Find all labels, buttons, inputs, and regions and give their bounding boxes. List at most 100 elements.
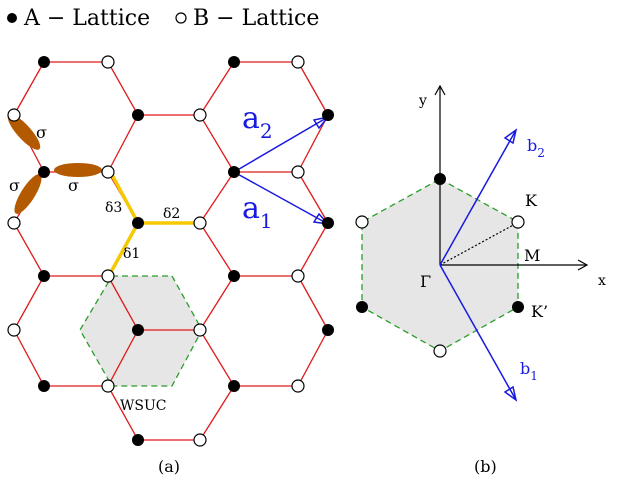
corner-top [434,173,446,185]
b1-label: b1 [520,359,538,383]
delta1-vector [109,222,140,273]
b-lattice-site [193,108,207,122]
b-lattice-site [291,55,305,69]
lattice-bond [297,275,329,331]
lattice-bond [297,171,329,224]
a-lattice-site [228,270,240,282]
panel-b: x y b2 b1 K M K’ Γ (b) [355,84,606,476]
b-lattice-site [7,108,21,122]
lattice-bond [107,114,139,173]
m-point-label: M [524,246,540,265]
lattice-bond [199,171,235,224]
wsuc-label: WSUC [120,398,167,414]
corner-lower-left [356,301,368,313]
panel-a-caption: (a) [158,457,180,476]
corner-lower-right [512,301,524,313]
b-lattice-site [193,216,207,230]
b1-arrowhead [503,385,518,402]
a1-label: a1 [242,191,273,233]
b-lattice-site [101,165,115,179]
delta1-label: δ1 [123,246,140,262]
delta2-label: δ2 [163,206,180,222]
lattice-bond [13,61,45,116]
legend: A − Lattice B − Lattice [7,6,319,31]
b-lattice-site [291,269,305,283]
b-lattice-site [291,165,305,179]
b1-vector [439,264,517,401]
b2-label: b2 [527,136,545,160]
legend-b-label: B − Lattice [193,6,319,31]
a1-arrowhead [312,212,330,226]
a-lattice-site [322,217,334,229]
reciprocal-vectors: b2 b1 [439,128,545,402]
b2-vector [439,129,517,266]
a-lattice-site [132,324,144,336]
lattice-bond [199,385,235,441]
sigma-lobe-down [14,174,42,214]
b-lattice-site [193,323,207,337]
sigma-label-left: σ [9,176,20,195]
lattice-bond [199,275,235,331]
panel-b-caption: (b) [474,457,497,476]
sigma-lobe-right [54,163,102,177]
a-lattice-site [322,324,334,336]
lattice-bond [13,222,45,277]
lattice-bond [199,114,235,173]
lattice-bond [199,61,235,116]
b2-arrowhead [503,128,518,145]
a2-label: a2 [242,101,273,143]
a-lattice-site [38,380,50,392]
a2-vector [233,116,329,173]
legend-b-marker [175,12,187,24]
lattice-vectors: a2 a1 [233,101,330,233]
lattice-bond [297,61,329,116]
b-lattice-site [7,216,21,230]
nearest-neighbor-vectors: δ3 δ2 δ1 [105,172,200,273]
panel-a: σ σ σ δ3 δ2 δ1 a2 a1 WSUC (a) [7,55,334,476]
sigma-lobe-up [7,114,41,150]
x-axis-label: x [598,273,606,289]
a-lattice-site [132,217,144,229]
lattice-bond [199,329,235,387]
legend-a-label: A − Lattice [23,6,150,31]
lattice-bond [13,329,45,387]
a-lattice-site [228,380,240,392]
delta3-label: δ3 [105,200,122,216]
lattice-bond [13,275,45,331]
a-lattice-site [228,56,240,68]
lattice-bond [107,329,139,387]
sigma-orbitals: σ σ σ [7,114,102,214]
b-lattice-site [101,55,115,69]
corner-upper-left [355,215,369,229]
b-lattice-site [101,379,115,393]
a-lattice-site [38,56,50,68]
k-prime-point-label: K’ [531,302,548,321]
y-axis-label: y [418,93,427,109]
lattice-bond [297,222,329,277]
legend-a-marker [7,13,17,23]
gamma-k-path [439,222,518,266]
corner-upper-right [511,215,525,229]
b-lattice-site [7,323,21,337]
a2-arrowhead [312,115,330,130]
b-lattice-site [291,379,305,393]
sigma-label-top: σ [36,123,47,142]
corner-bottom [433,344,447,358]
lattice-bond [107,385,139,441]
a-lattice-site [228,166,240,178]
b-lattice-site [101,269,115,283]
a-lattice-site [132,434,144,446]
lattice-bond [107,275,139,331]
a-lattice-site [322,109,334,121]
delta3-vector [109,172,140,224]
y-axis-arrowhead [434,84,446,96]
gamma-point-label: Γ [420,272,431,291]
lattice-bond [297,329,329,387]
lattice-bond [199,222,235,277]
b-lattice-site [193,433,207,447]
lattice-sites [7,55,334,447]
a-lattice-site [38,166,50,178]
x-axis-arrowhead [577,259,589,271]
a1-vector [233,171,329,225]
